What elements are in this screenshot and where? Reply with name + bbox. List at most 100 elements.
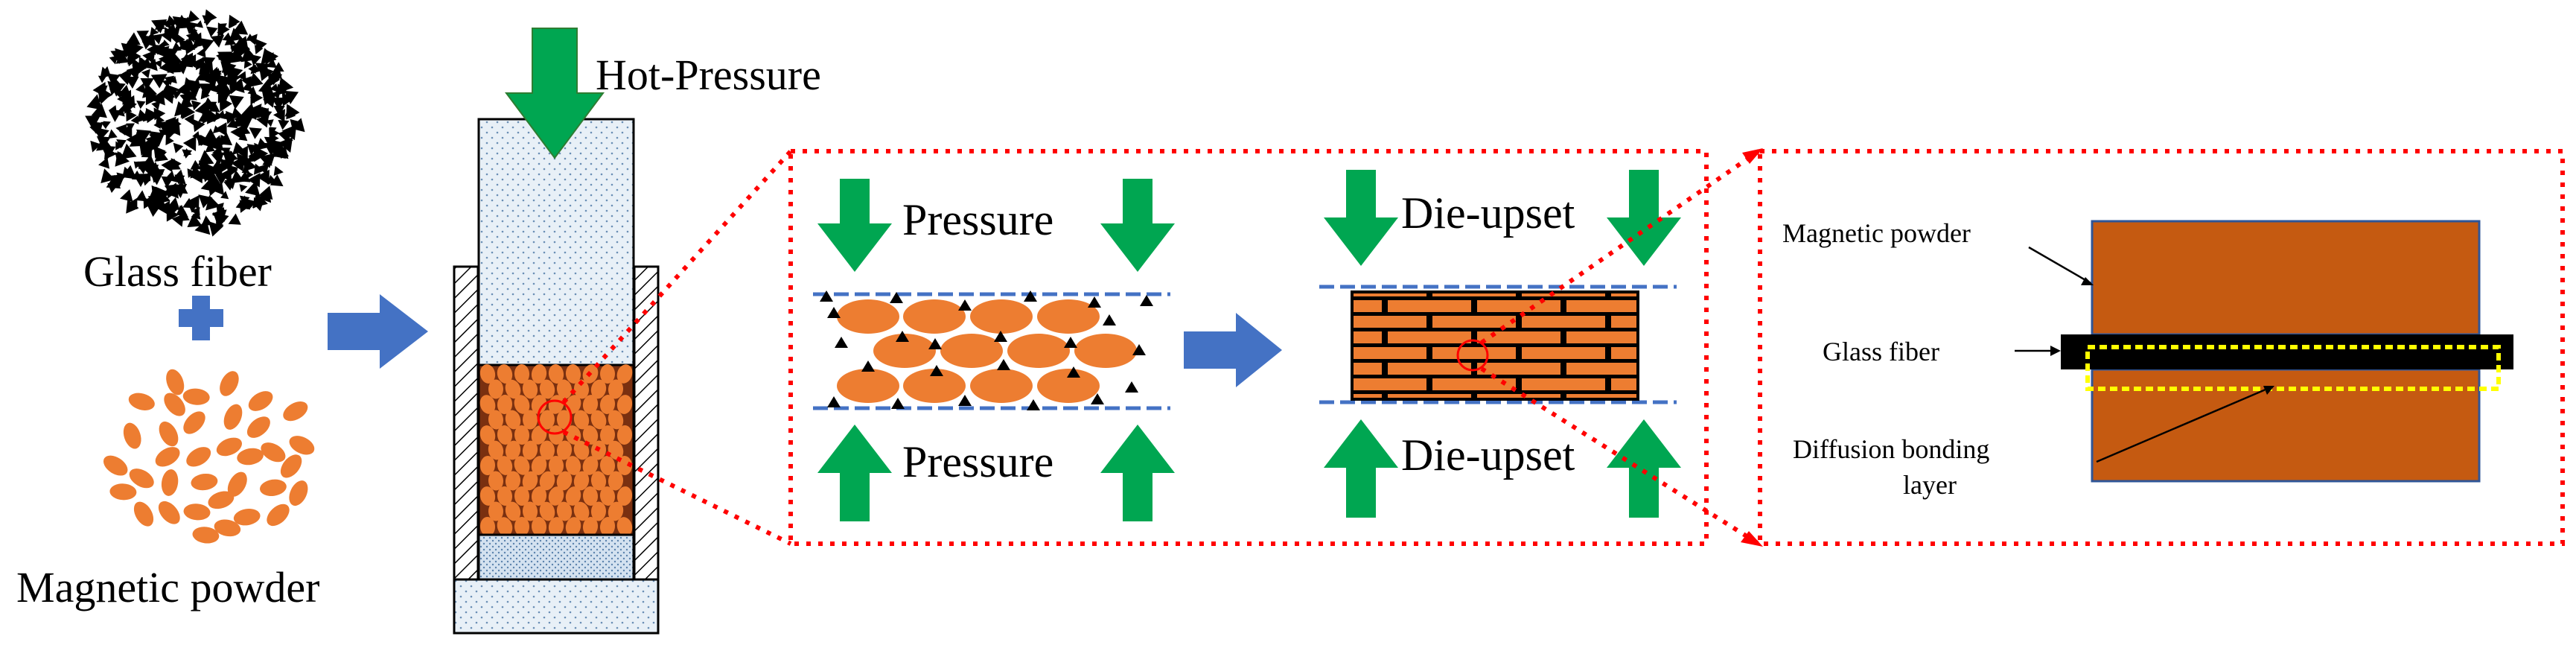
glass-fiber-particle <box>217 74 234 90</box>
glass-fiber-particle <box>141 154 157 169</box>
powder-particle <box>214 519 241 537</box>
glass-fiber-particle <box>220 112 228 121</box>
glass-fiber-particle <box>248 64 256 74</box>
die-particle <box>479 456 496 475</box>
die-particle <box>539 471 555 491</box>
glass-fiber-particle <box>270 83 278 92</box>
glass-fiber-particle <box>161 121 176 136</box>
glass-fiber-particle <box>248 72 264 88</box>
die-particle <box>522 471 538 491</box>
glass-fiber-particle <box>140 78 154 90</box>
glass-fiber-particle <box>229 77 245 93</box>
glass-fiber-particle <box>108 105 117 114</box>
glass-fiber-particle <box>187 10 200 23</box>
die-particle <box>539 410 555 430</box>
die-particle <box>556 471 573 491</box>
glass-fiber-particle <box>123 95 136 109</box>
arrowhead <box>1742 148 1763 164</box>
glass-fiber-particle <box>890 292 903 303</box>
arrowhead <box>2050 346 2061 356</box>
glass-fiber-particle <box>243 59 252 69</box>
glass-fiber-particle <box>190 169 203 184</box>
die-particle <box>488 410 504 430</box>
glass-fiber-particle <box>167 197 180 211</box>
glass-fiber-particle <box>136 129 151 144</box>
powder-particle <box>280 454 302 478</box>
glass-fiber-particle <box>237 36 248 48</box>
glass-fiber-particle <box>200 89 210 100</box>
glass-fiber-particle <box>199 160 214 177</box>
glass-fiber-particle <box>256 169 270 185</box>
powder-particle <box>161 469 179 496</box>
down-arrow-icon <box>505 28 605 159</box>
pressure-particle <box>837 299 899 334</box>
die-particle <box>582 517 599 536</box>
glass-fiber-particle <box>958 299 972 311</box>
glass-fiber-particle <box>107 80 123 96</box>
glass-fiber-particle <box>267 73 281 86</box>
die-particle <box>488 379 503 399</box>
glass-fiber-particle <box>253 145 269 162</box>
die-particle <box>539 501 555 521</box>
glass-fiber-particle <box>131 170 143 180</box>
glass-fiber-particle <box>186 79 199 91</box>
powder-particle <box>123 422 141 449</box>
powder-particle <box>191 473 218 491</box>
glass-fiber-particle <box>208 221 224 237</box>
glass-fiber-particle <box>168 58 182 72</box>
glass-fiber-particle <box>994 331 1007 342</box>
up-arrow-icon <box>1324 419 1398 518</box>
glass-fiber-particle <box>145 202 162 217</box>
glass-fiber-particle <box>151 34 163 45</box>
pressure-particle <box>903 299 966 334</box>
die-particle <box>590 379 607 399</box>
powder-particle <box>248 391 273 411</box>
die-particle <box>616 425 633 445</box>
die-upset-top-label: Die-upset <box>1401 188 1575 238</box>
glass-fiber-particle <box>179 95 194 109</box>
glass-fiber-particle <box>290 118 305 133</box>
magnetic-powder-label: Magnetic powder <box>16 563 320 612</box>
glass-fiber-particle <box>151 101 161 110</box>
powder-particle <box>186 447 211 467</box>
glass-fiber-particle <box>103 121 111 128</box>
glass-fiber-particle <box>208 182 221 197</box>
glass-fiber-particle <box>145 58 158 72</box>
pressure-particles <box>820 290 1153 410</box>
die-particle <box>479 486 496 506</box>
glass-fiber-particle <box>110 50 127 64</box>
glass-fiber-particle <box>214 69 222 77</box>
glass-fiber-particle <box>278 129 292 144</box>
die-particle <box>514 395 530 414</box>
glass-fiber-particle <box>127 57 136 67</box>
die-particle <box>582 425 599 445</box>
glass-fiber-particle <box>184 114 194 126</box>
glass-fiber-particle <box>278 137 293 153</box>
die-particle <box>539 379 555 399</box>
glass-fiber-particle <box>170 158 182 171</box>
glass-fiber-particle <box>230 165 239 174</box>
die-particle <box>488 440 504 460</box>
glass-fiber-particle <box>264 52 274 63</box>
glass-fiber-particle <box>142 50 156 64</box>
die-particle <box>599 425 616 445</box>
glass-fiber-particle <box>157 121 170 133</box>
glass-fiber-particle <box>178 209 189 218</box>
leader-line <box>2096 386 2271 463</box>
glass-fiber-particle <box>154 20 165 31</box>
glass-fiber-particle <box>273 165 284 177</box>
glass-fiber-particle <box>85 115 101 130</box>
die-particle <box>608 440 624 460</box>
die-particle <box>582 486 599 506</box>
die-particle <box>608 410 624 430</box>
glass-fiber-particle <box>189 93 197 101</box>
glass-fiber-particle <box>262 156 272 166</box>
die-particle <box>616 395 633 414</box>
glass-fiber-particle <box>86 94 103 110</box>
glass-fiber-particle <box>219 97 233 112</box>
glass-fiber-particle <box>219 134 230 147</box>
glass-fiber-particle <box>1027 399 1040 410</box>
die-particle <box>497 517 513 536</box>
die-particle <box>556 379 573 399</box>
